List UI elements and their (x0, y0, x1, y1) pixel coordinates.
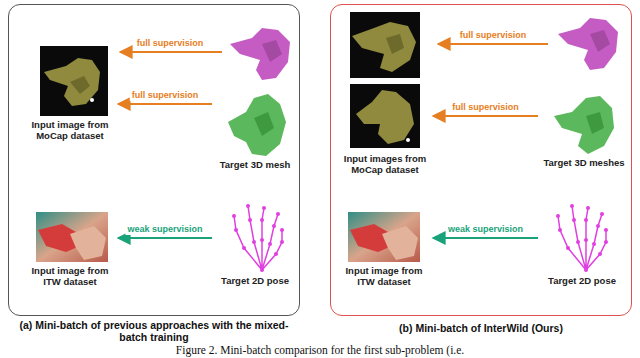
green-mesh (228, 94, 286, 156)
hand-shape (44, 58, 100, 106)
supervision-label: weak supervision (446, 224, 525, 235)
panel-heading: (a) Mini-batch of previous approaches wi… (8, 319, 300, 343)
pose-bones (558, 206, 606, 270)
mesh-shade (254, 112, 274, 136)
supervision-label: full supervision (130, 90, 201, 101)
supervision-label: full supervision (450, 102, 521, 113)
mesh-shape (230, 28, 290, 80)
supervision-arrow (118, 103, 212, 105)
image-ground (350, 84, 420, 148)
panel-group: (a) Mini-batch of previous approaches wi… (8, 4, 300, 344)
mesh-shape (228, 94, 286, 156)
figure-item: Input image from ITW dataset (25, 210, 115, 288)
light-dot (406, 138, 410, 142)
supervision-arrow (438, 43, 548, 45)
pink-mesh (230, 28, 290, 80)
image-ground (36, 212, 108, 262)
hand-shape (70, 226, 106, 260)
mesh-shade (262, 40, 282, 62)
mesh-shape (554, 96, 614, 154)
mesh-shade (590, 30, 610, 52)
figure-item: Target 3D meshes (540, 88, 628, 169)
item-caption: Input images from MoCap dataset (340, 154, 430, 176)
item-caption: Target 3D mesh (214, 160, 296, 171)
figure-item: Target 2D pose (214, 200, 296, 287)
supervision-label: full supervision (135, 38, 206, 49)
supervision-arrow (433, 115, 538, 117)
supervision-label: full supervision (458, 30, 529, 41)
item-caption: Input image from ITW dataset (338, 266, 430, 288)
item-caption: Input image from MoCap dataset (25, 120, 115, 142)
figure-caption: Figure 2. Mini-batch comparison for the … (0, 343, 640, 357)
light-dot (90, 98, 94, 102)
mesh-shape (558, 18, 618, 70)
pose-joints (232, 204, 284, 272)
itw-image (348, 212, 420, 262)
hand-shape (382, 226, 418, 260)
mesh-shade (586, 112, 604, 134)
pose-bones (234, 206, 282, 270)
supervision-arrow (118, 237, 212, 239)
hand-shade (386, 34, 404, 54)
item-caption: Target 2D pose (214, 276, 296, 287)
image-ground (40, 46, 108, 116)
item-caption: Target 2D pose (540, 276, 624, 287)
mocap-image (350, 12, 420, 78)
supervision-arrow (120, 51, 222, 53)
figure-item: Input images from MoCap dataset (340, 8, 430, 176)
figure-item: Target 2D pose (540, 200, 624, 287)
green-mesh (554, 96, 614, 154)
hand-shade (70, 76, 90, 94)
figure-item: Input image from MoCap dataset (25, 44, 115, 142)
panel-heading: (b) Mini-batch of InterWild (Ours) (330, 322, 632, 334)
hand-shape (356, 90, 414, 144)
figure-item: Input image from ITW dataset (338, 210, 430, 288)
figure-item: Target 3D mesh (214, 90, 296, 171)
supervision-arrow (433, 237, 538, 239)
pose-skeleton (556, 204, 608, 272)
pose-joints (556, 204, 608, 272)
itw-image (36, 212, 108, 262)
hand-shape (352, 22, 416, 72)
pink-mesh (558, 18, 618, 70)
image-ground (350, 12, 420, 78)
pose-skeleton (232, 204, 284, 272)
mocap-image (350, 84, 420, 148)
mocap-image (40, 46, 108, 116)
panel-group: (b) Mini-batch of InterWild (Ours) Input … (330, 4, 632, 344)
item-caption: Target 3D meshes (540, 158, 628, 169)
item-caption: Input image from ITW dataset (25, 266, 115, 288)
image-ground (348, 212, 420, 262)
supervision-label: weak supervision (125, 224, 204, 235)
